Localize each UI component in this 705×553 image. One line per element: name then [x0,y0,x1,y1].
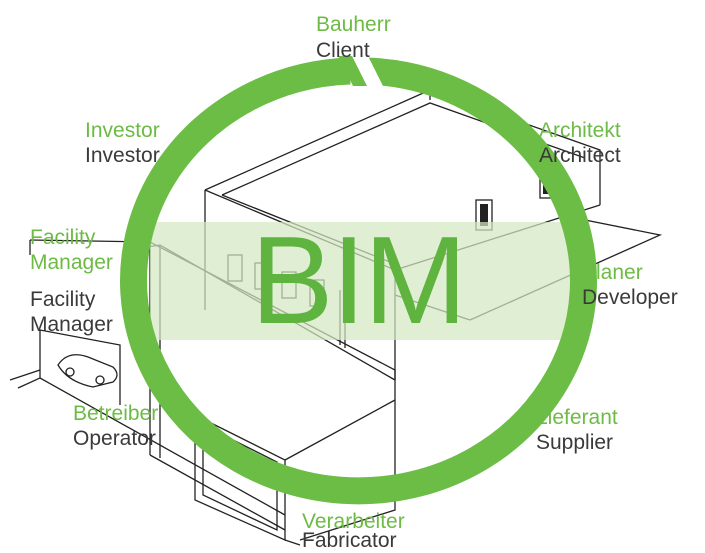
role-supplier-en: Supplier [536,431,614,454]
role-operator-de: Betreiber [73,402,159,425]
role-fabricator-de: Verarbeiter [302,510,405,533]
role-developer-en: Developer [582,286,678,309]
role-supplier-de: Lieferant [536,406,618,429]
role-investor-en: Investor [85,144,160,167]
bim-band [150,222,570,340]
role-developer-de: Planer [582,261,643,284]
cycle-arrow [338,56,370,86]
role-architect-en: Architect [539,144,621,167]
role-operator-en: Operator [73,427,156,450]
bim-title: BIM [250,212,467,350]
role-client-de: Bauherr [316,13,391,36]
role-investor-de: Investor [85,119,160,142]
role-facility-de: Facility Manager [30,226,113,274]
role-client-en: Client [316,39,370,62]
role-architect-de: Architekt [539,119,621,142]
role-facility-en: Facility Manager [30,288,113,336]
role-fabricator-en: Fabricator [302,529,397,552]
cycle-ring [120,57,597,505]
